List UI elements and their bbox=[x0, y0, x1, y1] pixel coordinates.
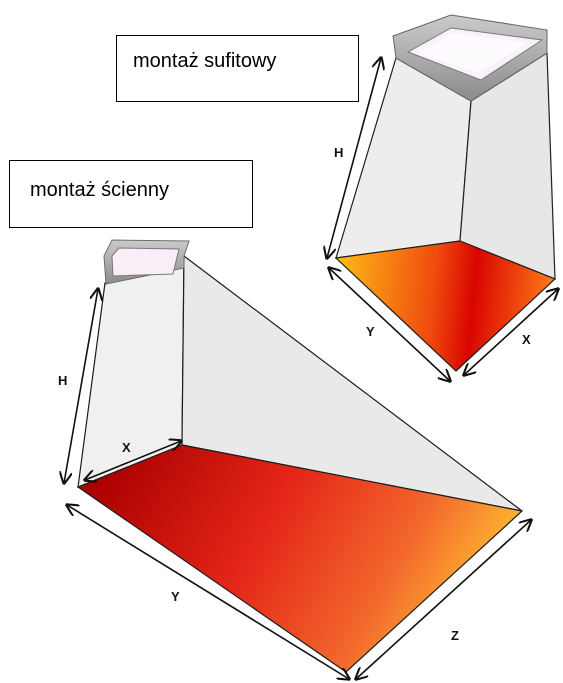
wall-z-dimension bbox=[356, 520, 531, 679]
wall-z-label: Z bbox=[451, 628, 459, 643]
ceiling-mount-diagram: H Y X bbox=[327, 14, 558, 381]
wall-height-dimension bbox=[64, 289, 98, 483]
wall-height-label: H bbox=[58, 373, 67, 388]
wall-mount-diagram: H X Y Z bbox=[58, 239, 531, 679]
ceiling-x-label: X bbox=[522, 332, 531, 347]
ceiling-height-label: H bbox=[334, 145, 343, 160]
ceiling-y-dimension bbox=[329, 268, 450, 381]
wall-y-dimension bbox=[67, 505, 349, 679]
ceiling-mount-label-box: montaż sufitowy bbox=[116, 35, 359, 102]
wall-mount-label-box: montaż ścienny bbox=[9, 160, 253, 228]
wall-x-dimension bbox=[85, 441, 181, 480]
wall-y-label: Y bbox=[171, 589, 180, 604]
ceiling-heater-icon bbox=[392, 14, 548, 102]
ceiling-y-label: Y bbox=[366, 324, 375, 339]
ceiling-mount-label: montaż sufitowy bbox=[133, 50, 277, 72]
wall-heater-icon bbox=[103, 239, 190, 285]
wall-mount-label: montaż ścienny bbox=[30, 179, 169, 201]
ceiling-x-dimension bbox=[464, 289, 558, 375]
ceiling-height-dimension bbox=[327, 58, 381, 258]
wall-x-label: X bbox=[122, 440, 131, 455]
